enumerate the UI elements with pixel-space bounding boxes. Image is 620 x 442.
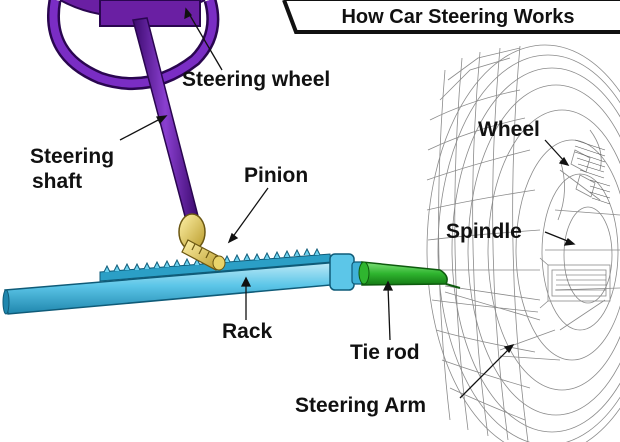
wheel-wireframe [426, 44, 620, 442]
pointer-arrows [119, 7, 576, 399]
label-spindle: Spindle [446, 220, 522, 243]
label-rack: Rack [222, 320, 273, 343]
label-steering-wheel: Steering wheel [182, 68, 331, 91]
label-pinion: Pinion [244, 164, 309, 187]
label-wheel: Wheel [478, 118, 540, 141]
label-steering-shaft-line2: shaft [32, 170, 83, 193]
hub-detail [556, 139, 611, 291]
label-tie-rod: Tie rod [350, 341, 420, 364]
steering-shaft-shape [132, 17, 199, 221]
label-steering-arm: Steering Arm [295, 394, 427, 417]
pinion-shape [178, 213, 226, 271]
steering-wheel-shape [47, 0, 220, 90]
title-frame [282, 0, 620, 34]
rack-bar-shape [2, 247, 365, 315]
label-steering-shaft-line1: Steering [30, 145, 115, 168]
watermark: .ir [38, 13, 48, 25]
diagram-title: How Car Steering Works [341, 6, 575, 28]
tie-rod-shape [358, 261, 461, 289]
